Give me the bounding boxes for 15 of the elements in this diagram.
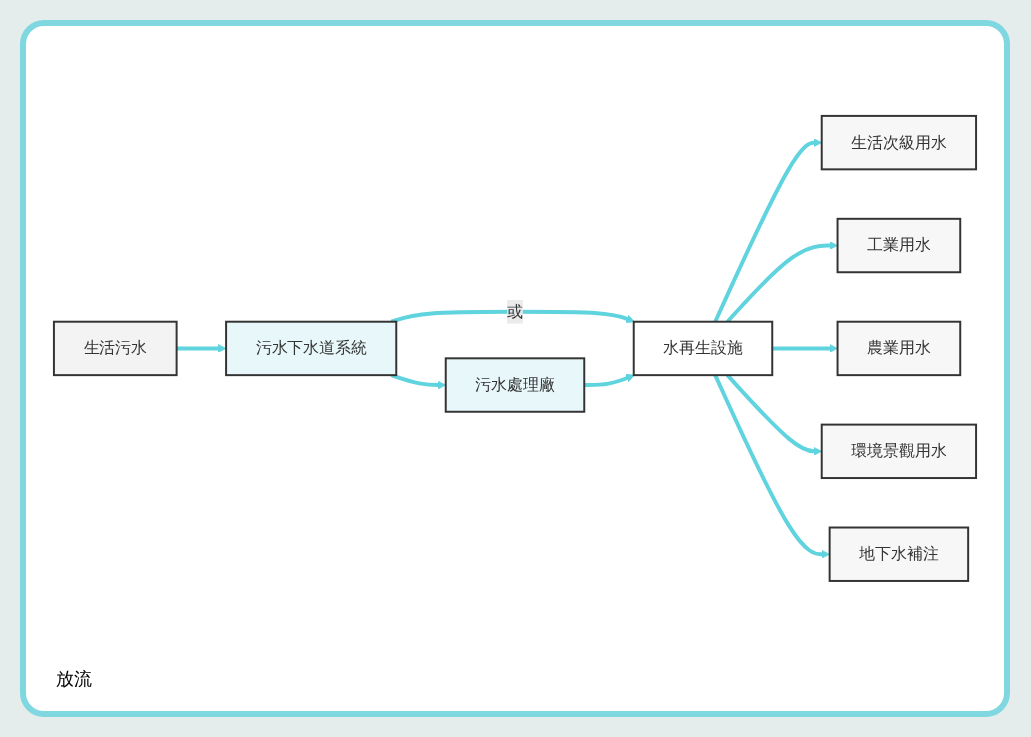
node-box: 水再生設施 [632,320,774,377]
node-box: 農業用水 [836,320,962,377]
arrow [584,374,635,388]
edge-label: 或 [507,301,523,321]
arrow [390,309,635,324]
node-box: 環境景觀用水 [820,423,978,480]
node-box: 工業用水 [836,217,962,274]
node-box: 地下水補注 [828,526,970,582]
arrow [176,344,227,353]
node-box: 生活次級用水 [820,115,978,171]
arrow [772,344,838,353]
node-box: 污水處理廠 [444,357,586,413]
node-box: 生活污水 [52,320,178,377]
node-box: 污水下水道系統 [225,320,398,377]
outfall-label: 放流 [56,668,92,689]
